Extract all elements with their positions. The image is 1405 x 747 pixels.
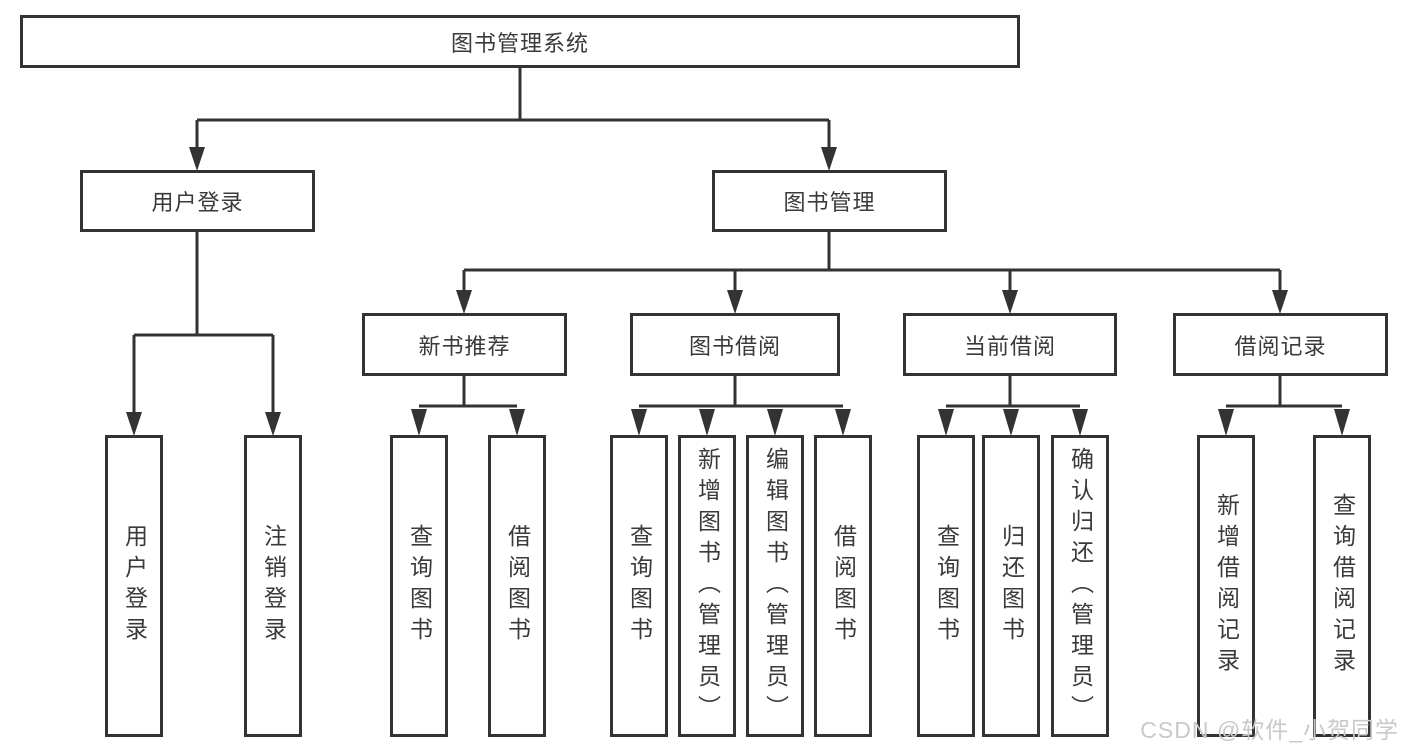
leaf-borrow-books-2: 借阅图书 xyxy=(814,435,872,737)
arrowhead xyxy=(126,412,142,436)
leaf-logout: 注销登录 xyxy=(244,435,302,737)
arrowhead xyxy=(1334,409,1350,436)
node-borrowing-records: 借阅记录 xyxy=(1173,313,1388,376)
leaf-borrow-books-1: 借阅图书 xyxy=(488,435,546,737)
arrowhead xyxy=(411,409,427,436)
leaf-return-books: 归还图书 xyxy=(982,435,1040,737)
arrowhead xyxy=(727,290,743,314)
arrowhead xyxy=(265,412,281,436)
node-new-book-recommend: 新书推荐 xyxy=(362,313,567,376)
arrowhead xyxy=(1218,409,1234,436)
leaf-edit-books-admin: 编辑图书（管理员） xyxy=(746,435,804,737)
arrowhead xyxy=(821,147,837,171)
arrowhead xyxy=(1003,409,1019,436)
node-current-borrowing: 当前借阅 xyxy=(903,313,1117,376)
csdn-watermark: CSDN @软件_小贺同学 xyxy=(1140,717,1399,743)
node-user-login: 用户登录 xyxy=(80,170,315,232)
arrowhead xyxy=(631,409,647,436)
leaf-query-books-1: 查询图书 xyxy=(390,435,448,737)
arrowhead xyxy=(189,147,205,171)
arrowhead xyxy=(767,409,783,436)
node-book-management: 图书管理 xyxy=(712,170,947,232)
arrowhead xyxy=(938,409,954,436)
node-library-management-system: 图书管理系统 xyxy=(20,15,1020,68)
leaf-add-borrow-record: 新增借阅记录 xyxy=(1197,435,1255,737)
node-book-borrowing: 图书借阅 xyxy=(630,313,840,376)
arrowhead xyxy=(1072,409,1088,436)
arrowhead xyxy=(1002,290,1018,314)
arrowhead xyxy=(456,290,472,314)
arrowhead xyxy=(835,409,851,436)
leaf-add-books-admin: 新增图书（管理员） xyxy=(678,435,736,737)
leaf-confirm-return-admin: 确认归还（管理员） xyxy=(1051,435,1109,737)
leaf-user-login: 用户登录 xyxy=(105,435,163,737)
arrowhead xyxy=(699,409,715,436)
leaf-query-borrow-record: 查询借阅记录 xyxy=(1313,435,1371,737)
leaf-query-books-3: 查询图书 xyxy=(917,435,975,737)
arrowhead xyxy=(509,409,525,436)
leaf-query-books-2: 查询图书 xyxy=(610,435,668,737)
arrowhead xyxy=(1272,290,1288,314)
